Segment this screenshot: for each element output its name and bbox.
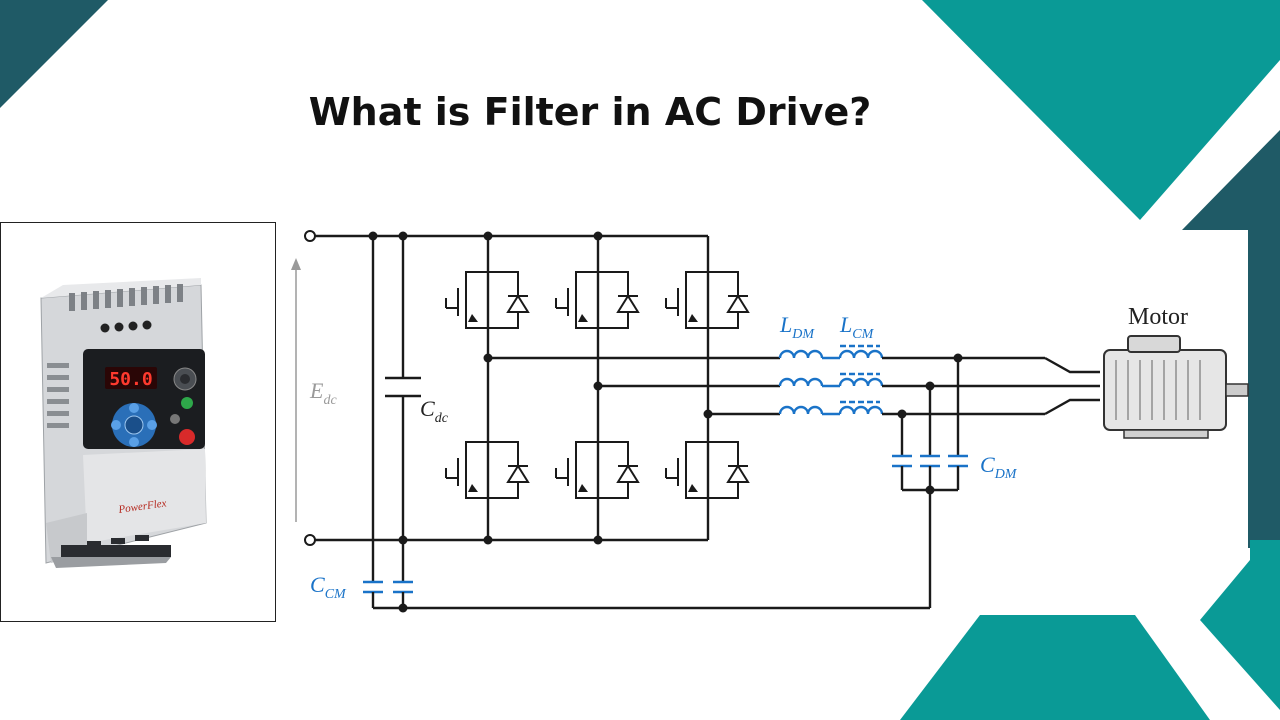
igbt-switch-icon [555, 441, 640, 499]
igbt-switch-icon [555, 271, 640, 329]
igbt-switch-icon [665, 271, 750, 329]
edc-label: Edc [309, 378, 337, 408]
dc-negative-terminal [304, 534, 316, 546]
teal-shape-bottom-right [1200, 540, 1280, 710]
motor-label: Motor [1128, 304, 1188, 330]
igbt-switch-icon [445, 441, 530, 499]
corner-triangle-top-left [0, 0, 108, 108]
motor-icon [1103, 335, 1249, 439]
ldm-label: LDM [779, 312, 815, 342]
cdc-label: Cdc [420, 396, 449, 426]
product-image-box: 50.0 PowerFlex [0, 222, 276, 622]
teal-shape-bottom-center [900, 615, 1210, 720]
teal-shape-top-right [922, 0, 1280, 220]
ac-drive-illustration: 50.0 PowerFlex [40, 278, 207, 568]
inverter-filter-circuit-diagram: Edc Cdc LDM LCM CDM CCM Motor [291, 230, 1249, 613]
cdm-label: CDM [980, 452, 1018, 482]
dc-positive-terminal [304, 230, 316, 242]
page-title: What is Filter in AC Drive? [308, 90, 872, 134]
lcm-label: LCM [839, 312, 875, 342]
drive-display-readout: 50.0 [109, 369, 152, 390]
ccm-label: CCM [310, 572, 347, 602]
igbt-switch-icon [445, 271, 530, 329]
dark-teal-band-right [1182, 130, 1280, 548]
drive-keypad-icon [111, 403, 157, 447]
igbt-switch-icon [665, 441, 750, 499]
